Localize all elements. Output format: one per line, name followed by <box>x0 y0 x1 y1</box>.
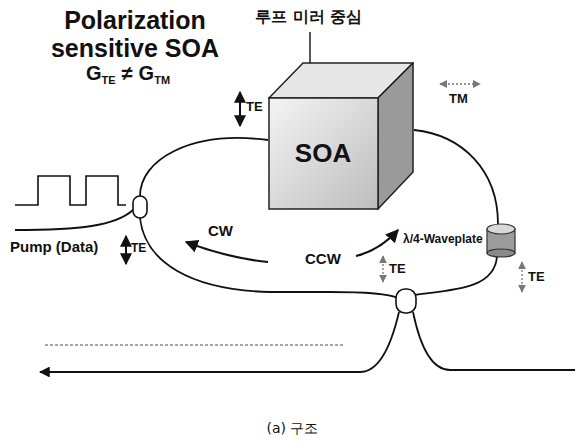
gain-symbol: G <box>86 62 102 84</box>
soa-cube-outline <box>268 62 414 210</box>
polarization-label: TE <box>389 262 406 277</box>
leader-line <box>309 32 310 66</box>
mode-subscript: TM <box>154 74 170 86</box>
input-fiber <box>40 312 399 372</box>
cw-arrow <box>186 242 268 262</box>
gain-inequality: GTE≠GTM <box>86 62 170 87</box>
fiber-coupler <box>133 196 147 218</box>
loop-fiber <box>414 256 497 295</box>
callout-label: 루프 미러 중심 <box>255 8 362 26</box>
te-arrow <box>521 262 522 292</box>
pump-fiber <box>15 210 133 230</box>
polarization-label: TM <box>449 92 468 107</box>
direction-label: CW <box>208 222 233 239</box>
fiber-connector <box>414 130 498 224</box>
soa-cube: SOA <box>268 62 414 210</box>
component-label: λ/4-Waveplate <box>403 232 483 246</box>
inequality-sign: ≠ <box>122 62 133 84</box>
direction-label: CCW <box>305 250 341 267</box>
te-arrow <box>239 92 241 126</box>
fiber-coupler <box>396 289 416 313</box>
loop-fiber <box>140 138 268 196</box>
output-trace <box>45 344 345 345</box>
waveplate: λ/4-Waveplate <box>403 222 519 258</box>
polarization-label: TE <box>131 242 146 256</box>
te-arrow <box>125 236 127 264</box>
device-label: SOA <box>268 98 378 209</box>
figure-caption: (a) 구조 <box>0 420 585 436</box>
polarization-label: TE <box>246 100 263 115</box>
loop-fiber <box>140 218 398 298</box>
pulse-train <box>15 176 126 205</box>
output-fiber <box>413 312 575 370</box>
gain-symbol: G <box>139 62 155 84</box>
ccw-arrow <box>356 230 398 256</box>
polarization-label: TE <box>528 270 545 285</box>
mode-subscript: TE <box>102 74 116 86</box>
tm-arrow <box>440 83 480 84</box>
te-arrow <box>382 256 383 282</box>
diagram-title: Polarization sensitive SOA <box>40 6 230 62</box>
signal-label: Pump (Data) <box>10 238 98 255</box>
